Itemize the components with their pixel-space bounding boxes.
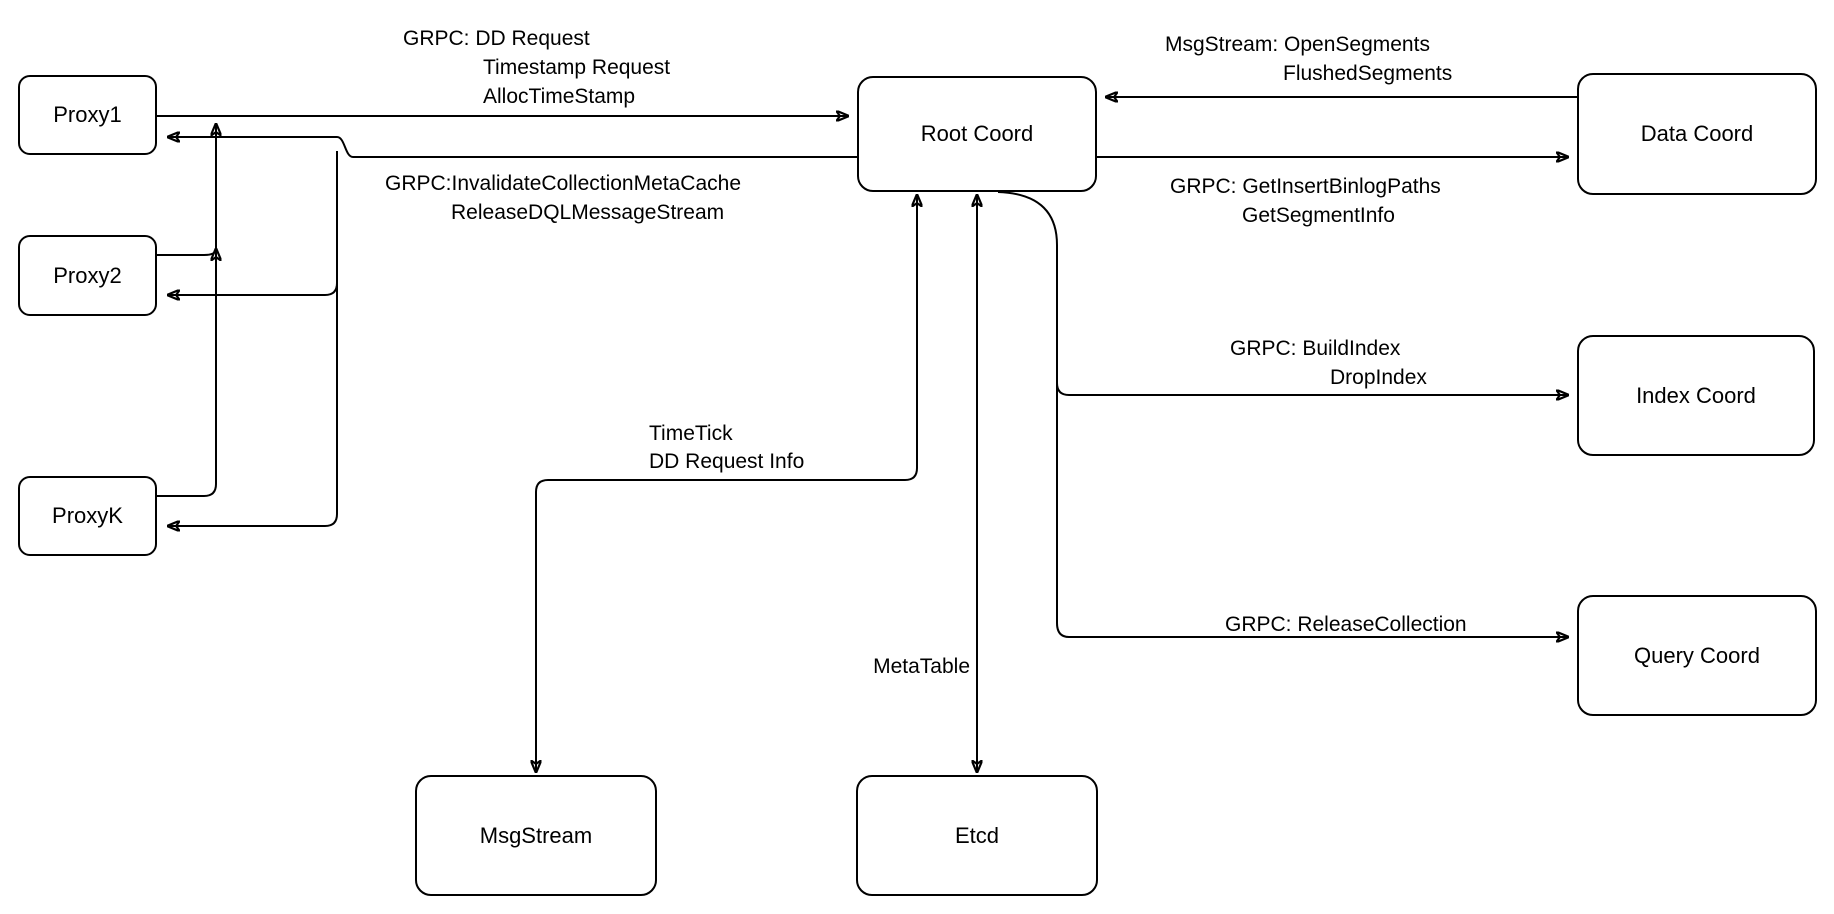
edge-label-line: AllocTimeStamp — [483, 85, 636, 108]
label-root-to-proxy: GRPC:InvalidateCollectionMetaCache Relea… — [385, 169, 741, 227]
label-root-to-msgstream: TimeTick DD Request Info — [649, 420, 804, 476]
edge-rootcoord-to-querycoord — [1056, 245, 1568, 637]
edge-label-line: GRPC: BuildIndex — [1230, 337, 1401, 360]
edge-rootcoord-to-proxy2 — [168, 151, 338, 295]
node-proxy1: Proxy1 — [18, 75, 157, 155]
edge-label-line: MetaTable — [873, 655, 970, 678]
edge-rootcoord-msgstream — [536, 195, 917, 772]
edge-label-line: DropIndex — [1330, 366, 1427, 389]
node-msgstream: MsgStream — [415, 775, 657, 896]
edge-rootcoord-to-proxyk — [168, 283, 338, 526]
label-proxy-to-root: GRPC: DD Request Timestamp Request Alloc… — [403, 24, 670, 111]
label-root-to-query: GRPC: ReleaseCollection — [1225, 610, 1467, 639]
label-root-to-index: GRPC: BuildIndex DropIndex — [1230, 334, 1427, 392]
edge-label-line: Timestamp Request — [483, 56, 671, 79]
edge-proxy2-to-rootcoord — [157, 249, 216, 255]
edge-label-line: GRPC: DD Request — [403, 27, 590, 50]
node-proxy2: Proxy2 — [18, 235, 157, 316]
edge-label-line: ReleaseDQLMessageStream — [451, 201, 725, 224]
edge-label-line: GRPC: ReleaseCollection — [1225, 613, 1467, 636]
edge-rootcoord-to-proxy1 — [168, 137, 857, 158]
edge-label-line: GRPC:InvalidateCollectionMetaCache — [385, 172, 742, 195]
label-root-to-etcd: MetaTable — [840, 652, 970, 681]
node-query-coord: Query Coord — [1577, 595, 1817, 716]
node-etcd: Etcd — [856, 775, 1098, 896]
edge-label-line: GRPC: GetInsertBinlogPaths — [1170, 175, 1441, 198]
edge-label-line: GetSegmentInfo — [1242, 204, 1395, 227]
node-proxyk: ProxyK — [18, 476, 157, 556]
label-root-to-data: GRPC: GetInsertBinlogPaths GetSegmentInf… — [1170, 172, 1441, 230]
node-data-coord: Data Coord — [1577, 73, 1817, 195]
edge-label-line: FlushedSegments — [1283, 62, 1453, 85]
label-data-to-root: MsgStream: OpenSegments FlushedSegments — [1165, 30, 1452, 88]
edge-label-line: MsgStream: OpenSegments — [1165, 33, 1430, 56]
edge-label-line: DD Request Info — [649, 450, 805, 473]
node-index-coord: Index Coord — [1577, 335, 1815, 456]
edge-label-line: TimeTick — [649, 422, 733, 445]
node-root-coord: Root Coord — [857, 76, 1097, 192]
edge-proxyk-to-rootcoord — [157, 124, 216, 497]
